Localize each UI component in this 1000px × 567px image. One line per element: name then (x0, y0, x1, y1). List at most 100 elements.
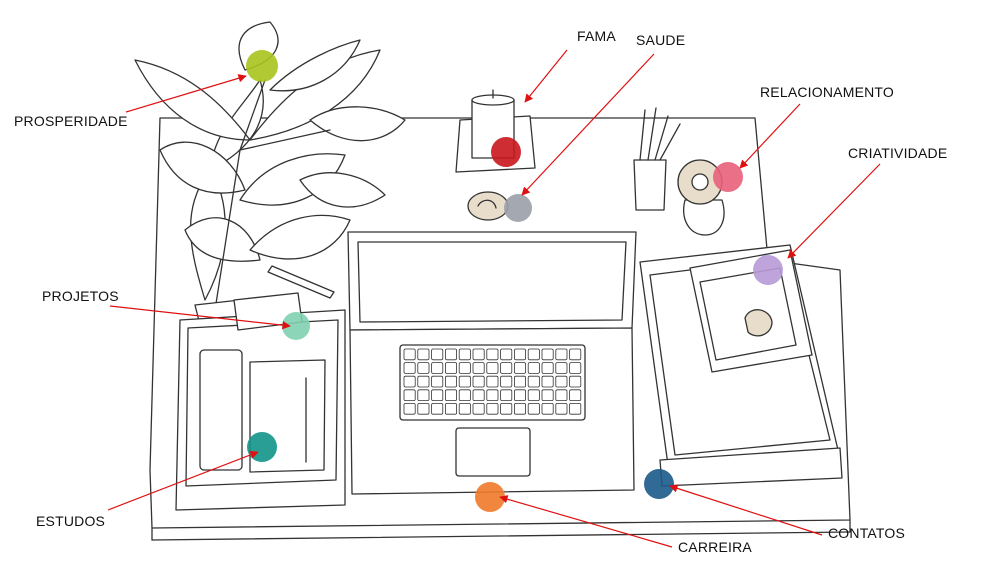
keyboard-key (472, 389, 485, 401)
keyboard-key (417, 389, 430, 401)
keyboard-key (403, 389, 416, 401)
keyboard-key (417, 402, 430, 415)
keyboard-key (403, 375, 416, 388)
label-prosperidade: PROSPERIDADE (14, 113, 128, 129)
keyboard-key (458, 362, 471, 374)
laptop (347, 231, 637, 495)
arrow-carreira (499, 495, 673, 548)
keyboard-key (472, 375, 485, 388)
marker-carreira (475, 482, 505, 512)
keyboard-key (472, 402, 485, 415)
keyboard-key (514, 362, 527, 374)
keyboard-key (417, 375, 430, 388)
keyboard-key (555, 389, 568, 401)
keyboard-key (569, 389, 582, 401)
keyboard-key (555, 375, 568, 388)
keyboard-key (458, 375, 471, 388)
keyboard-key (431, 402, 444, 415)
marker-estudos (247, 432, 277, 462)
keyboard-key (555, 362, 568, 374)
keyboard-key (500, 348, 513, 361)
keyboard-key (514, 348, 527, 361)
arrow-fama (524, 49, 568, 103)
arrow-relacionamento (739, 103, 801, 169)
keyboard-key (486, 348, 499, 361)
keyboard-key (458, 402, 471, 415)
keyboard-key (444, 362, 457, 374)
marker-saude (504, 194, 532, 222)
keyboard-key (486, 402, 499, 415)
stone (467, 191, 509, 221)
keyboard-key (431, 362, 444, 374)
keyboard-key (417, 348, 430, 361)
keyboard-key (514, 402, 527, 415)
keyboard-key (472, 348, 485, 361)
keyboard-key (444, 402, 457, 415)
keyboard-key (527, 402, 540, 415)
keyboard-key (458, 389, 471, 401)
keyboard-key (403, 348, 416, 361)
right-notebooks (639, 244, 843, 487)
marker-relacionamento (713, 162, 743, 192)
keyboard-key (527, 362, 540, 374)
keyboard-key (486, 375, 499, 388)
keyboard-key (541, 375, 554, 388)
keyboard-key (403, 402, 416, 415)
arrow-projetos (109, 305, 291, 330)
label-fama: FAMA (577, 28, 616, 44)
pencil-cup (633, 107, 681, 211)
arrow-contatos (669, 484, 823, 536)
marker-fama (491, 137, 521, 167)
label-relacionamento: RELACIONAMENTO (760, 84, 895, 100)
keyboard-key (500, 389, 513, 401)
label-carreira: CARREIRA (678, 539, 752, 555)
label-projetos: PROJETOS (42, 288, 119, 304)
keyboard-key (569, 375, 582, 388)
keyboard-key (514, 375, 527, 388)
keyboard-key (458, 348, 471, 361)
keyboard-key (486, 362, 499, 374)
arrow-prosperidade (125, 74, 247, 113)
arrow-estudos (107, 450, 259, 511)
keyboard-key (431, 375, 444, 388)
flower-vase (677, 159, 725, 236)
keyboard-key (541, 389, 554, 401)
label-estudos: ESTUDOS (36, 513, 106, 529)
keyboard-key (417, 362, 430, 374)
keyboard-key (555, 402, 568, 415)
keyboard-key (403, 362, 416, 374)
keyboard-key (431, 348, 444, 361)
keyboard-key (444, 389, 457, 401)
keyboard-key (569, 348, 582, 361)
keyboard-key (472, 362, 485, 374)
keyboard-key (527, 348, 540, 361)
marker-contatos (644, 469, 674, 499)
marker-criatividade (753, 255, 783, 285)
keyboard-key (444, 375, 457, 388)
keyboard-key (555, 348, 568, 361)
keyboard-key (500, 375, 513, 388)
label-contatos: CONTATOS (828, 525, 906, 541)
keyboard-grid (403, 348, 582, 415)
arrow-criatividade (787, 163, 881, 259)
marker-projetos (282, 312, 310, 340)
keyboard-key (514, 389, 527, 401)
keyboard-key (569, 362, 582, 374)
keyboard-key (527, 389, 540, 401)
pen (267, 265, 335, 299)
label-criatividade: CRIATIVIDADE (848, 145, 948, 161)
left-notebooks (175, 292, 346, 511)
keyboard-key (444, 348, 457, 361)
keyboard-key (431, 389, 444, 401)
keyboard-key (500, 362, 513, 374)
keyboard-key (541, 348, 554, 361)
label-saude: SAUDE (636, 32, 686, 48)
keyboard-key (500, 402, 513, 415)
marker-prosperidade (246, 50, 278, 82)
keyboard-key (486, 389, 499, 401)
keyboard-key (541, 362, 554, 374)
keyboard-key (527, 375, 540, 388)
keyboard-key (541, 402, 554, 415)
